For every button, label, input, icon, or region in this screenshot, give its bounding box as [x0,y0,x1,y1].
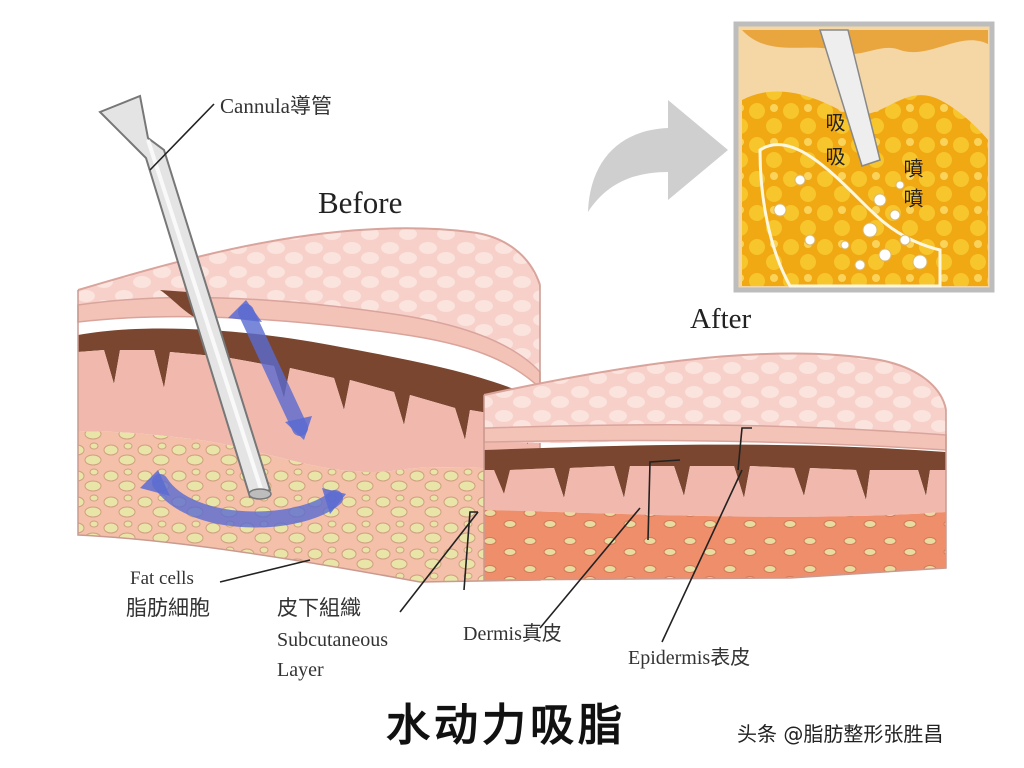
before-skin-block [77,227,541,583]
label-dermis: Dermis真皮 [463,623,562,645]
cannula-illustration [98,94,272,500]
watermark-credit: 头条 @脂肪整形张胜昌 [737,722,944,746]
inset-spray-text: 噴噴 [900,158,924,218]
label-before: Before [318,185,403,220]
page-title: 水动力吸脂 [386,700,626,751]
label-after: After [690,303,752,335]
label-layer-en: Layer [277,659,324,681]
inset-closeup [733,21,995,293]
label-epidermis: Epidermis表皮 [628,647,751,669]
label-subcutaneous-en: Subcutaneous [277,629,389,651]
label-fat-cells-zh: 脂肪細胞 [126,596,210,620]
label-cannula: Cannula導管 [220,94,332,118]
label-fat-cells-en: Fat cells [130,568,194,589]
after-skin-block [483,352,947,581]
motion-arrows [140,300,346,528]
label-subcutaneous-zh: 皮下組織 [277,596,361,620]
inset-suck-text: 吸吸 [822,112,846,180]
gray-transition-arrow [588,100,728,212]
